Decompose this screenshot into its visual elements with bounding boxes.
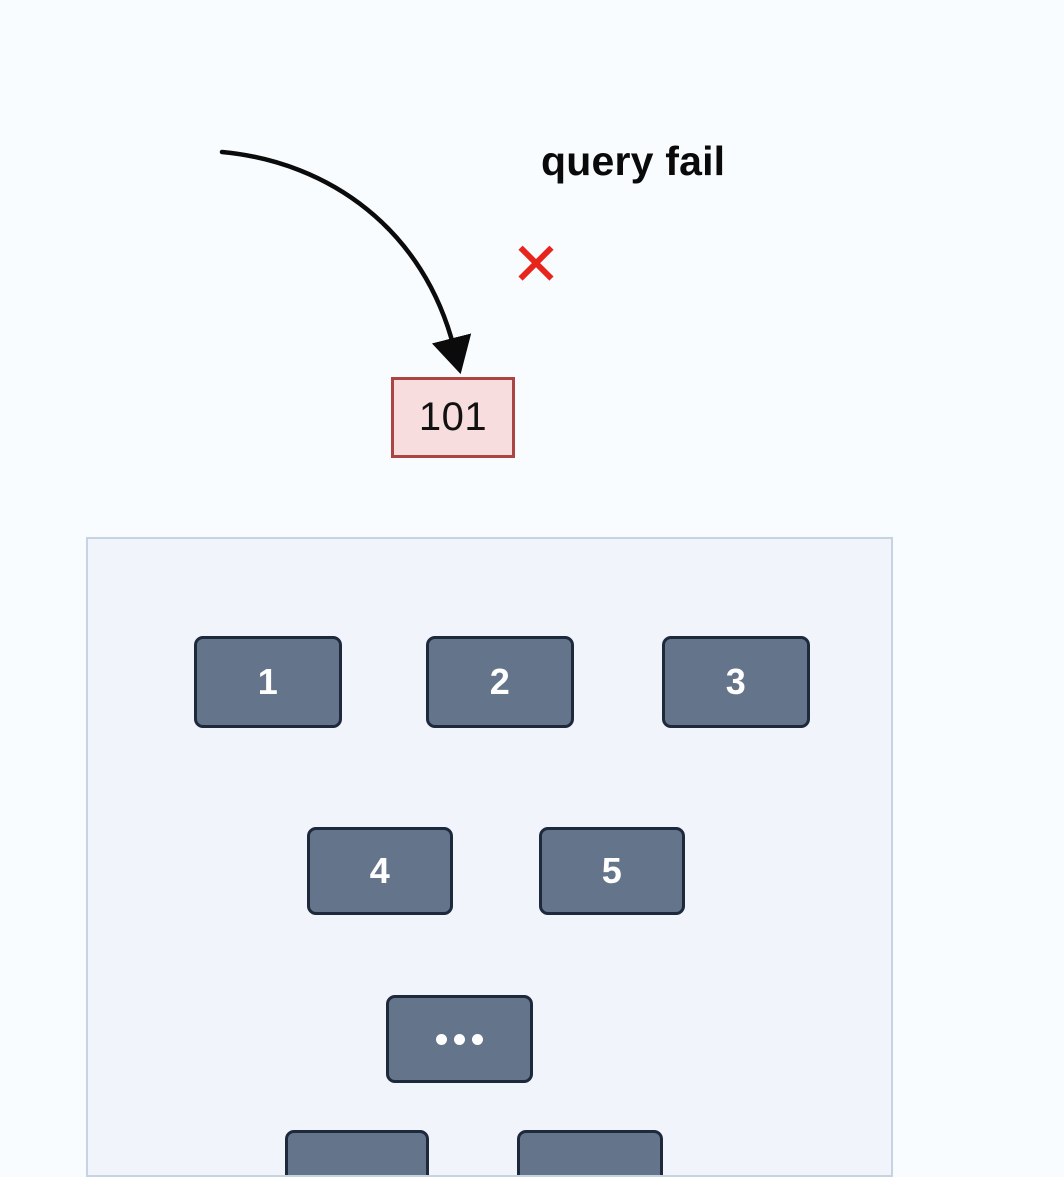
cluster-node-label: 2 (489, 661, 511, 702)
cluster-node[interactable]: 1 (194, 636, 342, 728)
cluster-node-label: 5 (601, 850, 623, 891)
cluster-node-label: 1 (257, 661, 279, 702)
cluster-node[interactable] (517, 1130, 663, 1175)
ellipsis-icon (436, 1033, 483, 1045)
curved-arrow-icon (219, 149, 472, 375)
diagram-canvas: query fail ✕ 101 1 2 3 4 5 (86, 138, 893, 1177)
cluster-node[interactable]: 2 (426, 636, 574, 728)
cluster-node-label: 4 (369, 850, 391, 891)
cluster-node[interactable]: 5 (539, 827, 685, 915)
node-cluster-panel: 1 2 3 4 5 (86, 537, 893, 1177)
cluster-node[interactable] (285, 1130, 429, 1175)
failure-x-icon: ✕ (510, 230, 562, 300)
query-fail-label: query fail (541, 138, 726, 184)
failed-node-101[interactable]: 101 (391, 377, 515, 458)
cluster-node[interactable]: 4 (307, 827, 453, 915)
cluster-node[interactable]: 3 (662, 636, 810, 728)
cluster-node[interactable] (386, 995, 533, 1083)
cluster-node-label: 3 (725, 661, 747, 702)
